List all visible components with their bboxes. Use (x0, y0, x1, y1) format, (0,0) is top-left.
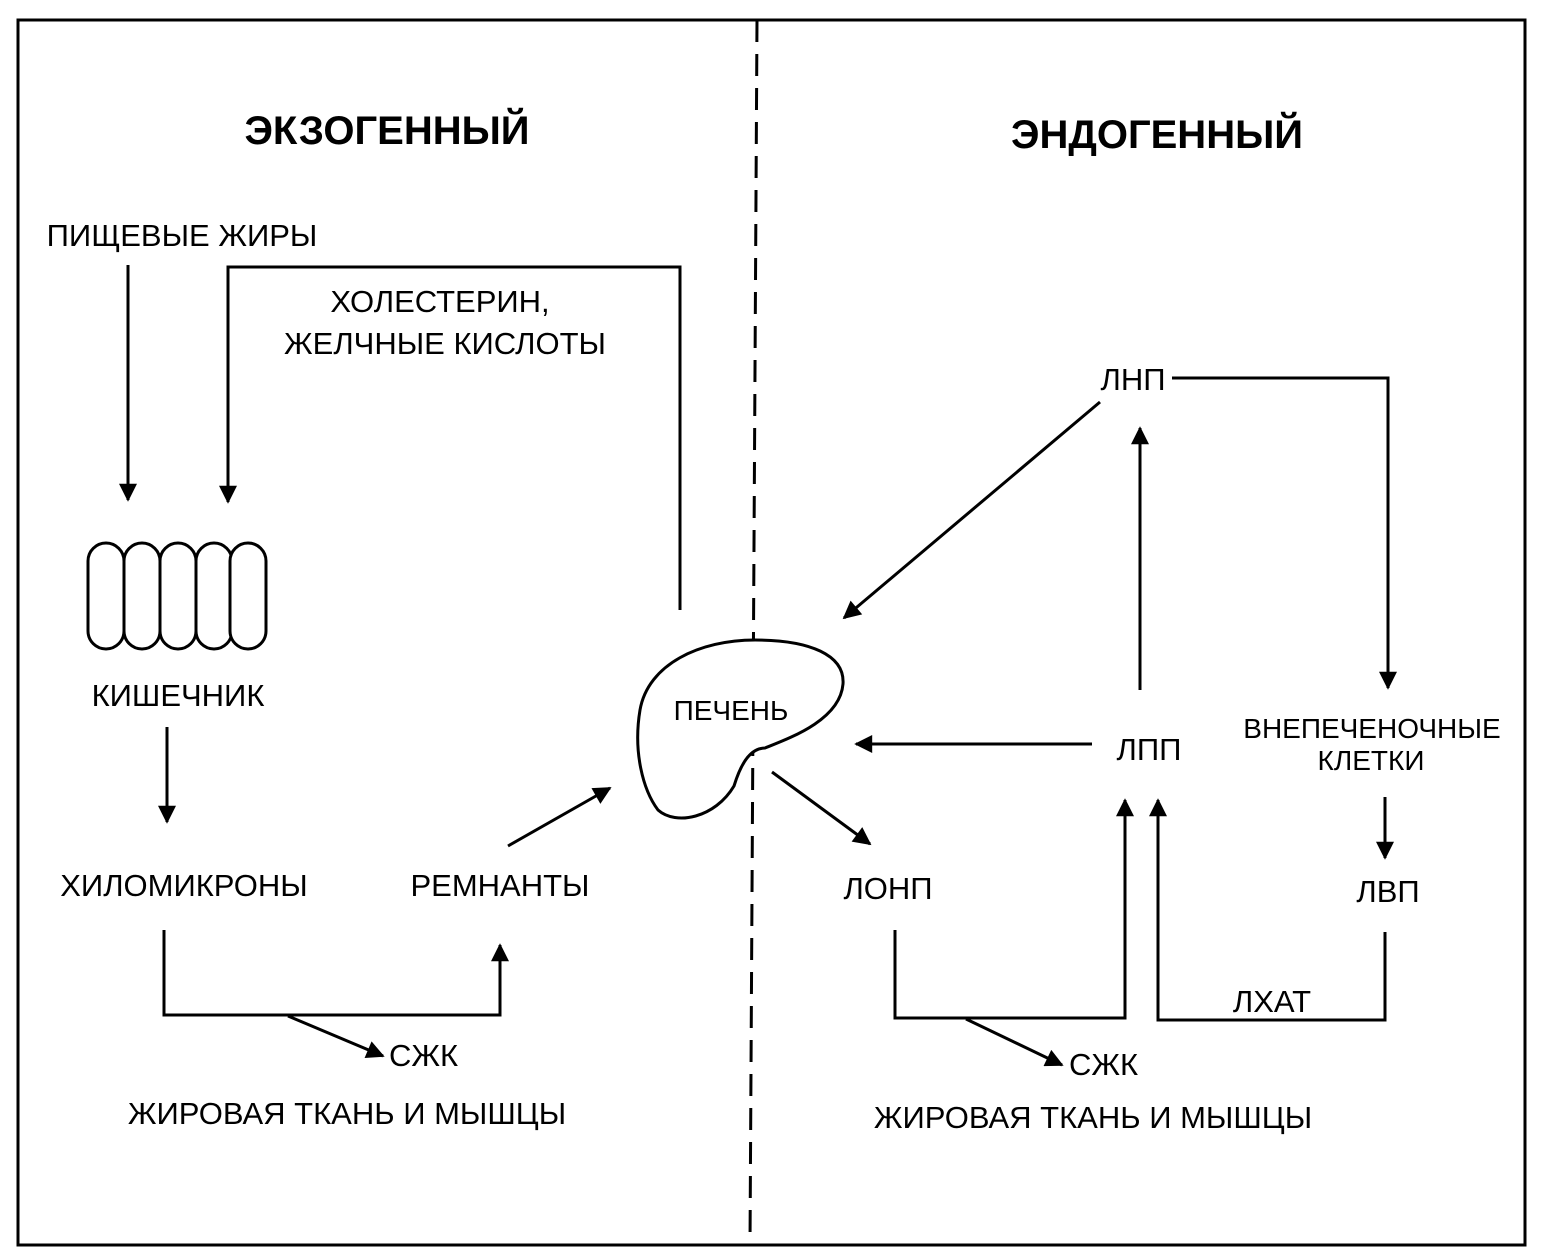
vldl-label: ЛОНП (843, 871, 932, 906)
arrow-to-ffa-exogenous (287, 1014, 385, 1059)
hdl-label: ЛВП (1356, 874, 1419, 909)
intestine-label: КИШЕЧНИК (92, 678, 265, 713)
arrow-ldl-to-extrahepatic (1172, 376, 1397, 690)
ffa-label-endogenous: СЖК (1069, 1047, 1138, 1082)
liver-label: ПЕЧЕНЬ (674, 695, 789, 726)
arrow-vldl-to-idl (893, 798, 1134, 1020)
extrahepatic-label-line2: КЛЕТКИ (1318, 745, 1425, 776)
remnants-label: РЕМНАНТЫ (410, 868, 589, 903)
arrow-remnants-to-liver (507, 786, 612, 848)
diagram-frame (16, 18, 1527, 1247)
arrow-hdl-to-idl (1149, 798, 1387, 1022)
arrow-to-ffa-endogenous (965, 1017, 1064, 1067)
adipose-muscle-label-endogenous: ЖИРОВАЯ ТКАНЬ И МЫШЦЫ (874, 1100, 1312, 1135)
liver-icon (636, 638, 845, 820)
endogenous-title: ЭНДОГЕННЫЙ (1011, 111, 1303, 157)
intestine-icon (86, 541, 268, 651)
exogenous-title: ЭКЗОГЕННЫЙ (244, 107, 529, 153)
adipose-muscle-label-exogenous: ЖИРОВАЯ ТКАНЬ И МЫШЦЫ (128, 1096, 566, 1131)
arrow-chylomicrons-to-remnants (162, 930, 509, 1017)
cholesterol-label-line2: ЖЕЛЧНЫЕ КИСЛОТЫ (284, 326, 606, 361)
extrahepatic-label-line1: ВНЕПЕЧЕНОЧНЫЕ (1243, 713, 1500, 744)
section-divider (748, 19, 759, 1246)
arrow-ldl-to-liver (842, 400, 1101, 620)
cholesterol-label-line1: ХОЛЕСТЕРИН, (330, 284, 549, 319)
arrow-liver-to-vldl (771, 770, 872, 846)
chylomicrons-label: ХИЛОМИКРОНЫ (60, 868, 308, 903)
lcat-label: ЛХАТ (1233, 984, 1311, 1019)
ffa-label-exogenous: СЖК (389, 1038, 458, 1073)
dietary-fats-label: ПИЩЕВЫЕ ЖИРЫ (47, 218, 318, 253)
arrow-liver-bile-to-intestine (219, 265, 682, 610)
ldl-label: ЛНП (1100, 362, 1165, 397)
idl-label: ЛПП (1117, 732, 1182, 767)
